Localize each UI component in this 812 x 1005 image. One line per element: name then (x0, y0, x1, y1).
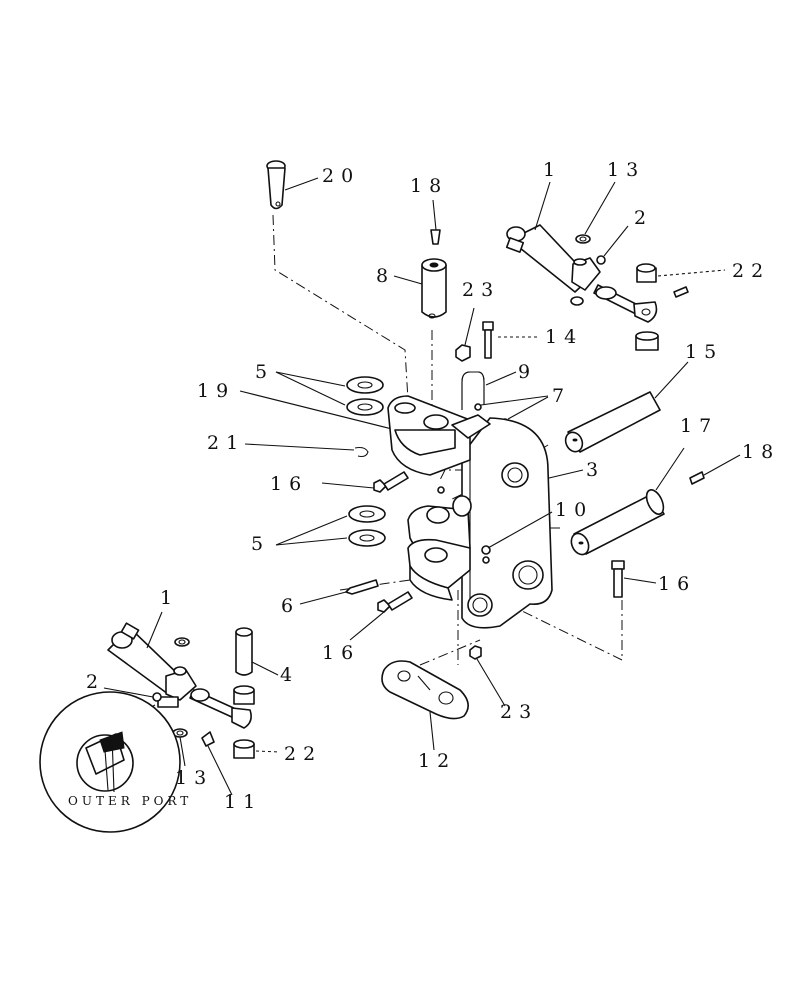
part-1-cylinder-bottom (107, 611, 252, 729)
part-2-fitting-top (596, 225, 629, 265)
part-2-fitting-bottom (103, 687, 162, 702)
part-labels: 1 13 2 22 18 20 8 23 14 5 19 9 7 15 21 3… (86, 159, 780, 813)
label-part-2-top: 2 (634, 207, 653, 229)
part-23-nut-top (455, 307, 475, 362)
label-part-5-top: 5 (255, 361, 274, 383)
part-6-pin (299, 579, 379, 605)
part-13-washer-top (570, 181, 616, 306)
part-8-bushing (393, 258, 447, 319)
part-13-washer-bottom (172, 637, 190, 767)
label-part-16-left: 16 (270, 473, 308, 495)
label-part-21: 21 (207, 432, 245, 454)
part-16-bolt-right (611, 560, 657, 598)
label-part-18-right: 18 (742, 441, 780, 463)
label-part-14: 14 (545, 326, 583, 348)
part-21-pin (244, 443, 369, 458)
label-part-11: 11 (224, 791, 262, 813)
part-18-grease-fitting-top (430, 199, 441, 245)
label-part-23-bottom: 23 (500, 701, 538, 723)
part-11-grease-fitting (201, 731, 233, 796)
label-part-7: 7 (552, 385, 571, 407)
label-part-19: 19 (197, 380, 235, 402)
outer-port-inset: OUTER PORT (39, 691, 192, 833)
label-part-18-top: 18 (410, 175, 448, 197)
label-part-20: 20 (322, 165, 360, 187)
label-part-13-top: 13 (607, 159, 645, 181)
label-part-23-top: 23 (462, 279, 500, 301)
part-23-nut-bottom (469, 645, 506, 707)
part-15-pin (564, 361, 689, 453)
part-22-bushing-top (635, 263, 726, 351)
part-9-u-bolt (461, 371, 517, 410)
part-16-bolt-left (321, 471, 409, 493)
label-part-15: 15 (685, 341, 723, 363)
part-17-pin (570, 447, 685, 556)
label-part-10: 10 (555, 499, 593, 521)
part-1-cylinder-top (505, 181, 689, 323)
label-part-6: 6 (281, 595, 300, 617)
label-part-1-bottom: 1 (160, 587, 179, 609)
part-5-washers-top (275, 371, 384, 416)
label-part-22-bottom: 22 (284, 743, 322, 765)
label-part-8: 8 (376, 265, 395, 287)
label-part-17: 17 (680, 415, 718, 437)
part-20-pin (266, 160, 319, 210)
label-part-5-bottom: 5 (251, 533, 270, 555)
label-part-3: 3 (586, 459, 605, 481)
label-part-2-bottom: 2 (86, 671, 105, 693)
part-14-bolt (482, 321, 540, 359)
outer-port-caption: OUTER PORT (68, 794, 192, 808)
part-18-grease-fitting-right (689, 454, 741, 485)
part-5-washers-bottom (275, 505, 386, 547)
label-part-9: 9 (518, 361, 537, 383)
part-22-bushing-bottom (233, 685, 281, 759)
label-part-16-right: 16 (658, 573, 696, 595)
part-4-pin (235, 627, 279, 676)
part-19-leader (239, 390, 413, 435)
label-part-4: 4 (280, 664, 299, 686)
part-16-bolt-middle (349, 591, 413, 641)
label-part-16-bottom: 16 (322, 642, 360, 664)
main-swing-bracket (387, 395, 584, 629)
label-part-1-top: 1 (543, 159, 562, 181)
label-part-13-bottom: 13 (175, 767, 213, 789)
part-12-link-plate (381, 660, 469, 751)
label-part-22-top: 22 (732, 260, 770, 282)
label-part-12: 12 (418, 750, 456, 772)
